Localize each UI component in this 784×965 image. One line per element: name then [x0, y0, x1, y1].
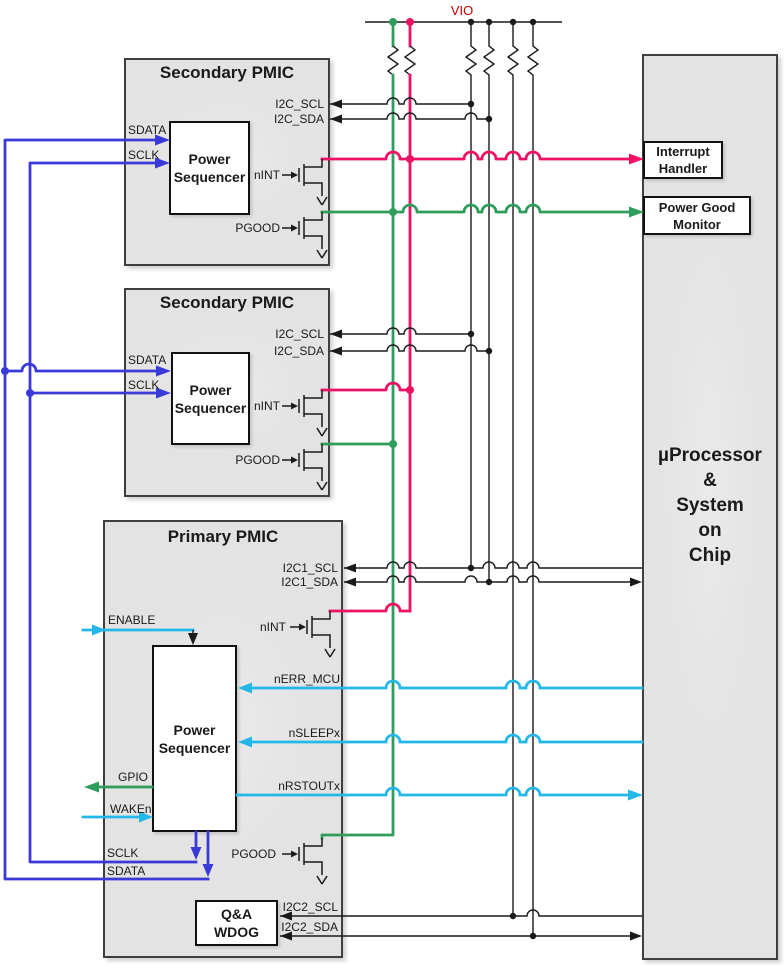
wdog-line2: WDOG — [213, 924, 260, 940]
pmic2-i2c-wires — [330, 327, 489, 356]
power-good-monitor-line1: Power Good — [658, 199, 736, 215]
primary-enable-label: ENABLE — [108, 613, 156, 627]
seq2-line2: Sequencer — [174, 399, 247, 416]
serial-lines — [1, 134, 214, 881]
primary-i2c2-sda-label: I2C2_SDA — [281, 920, 338, 934]
pmic1-pgood-label: PGOOD — [235, 221, 280, 235]
soc-line2: & — [703, 470, 717, 491]
pmic2-i2c-scl-label: I2C_SCL — [275, 327, 324, 341]
secondary-pmic-1-power-sequencer: Power Sequencer — [169, 121, 250, 215]
seq2-line1: Power — [189, 381, 232, 398]
seq3-line1: Power — [173, 721, 216, 738]
interrupt-handler-box: Interrupt Handler — [643, 141, 723, 179]
primary-i2c1-wires — [344, 561, 642, 587]
primary-i2c1-scl-label: I2C1_SCL — [282, 561, 338, 575]
power-good-monitor-line2: Monitor — [673, 216, 721, 232]
primary-i2c2-scl-label: I2C2_SCL — [282, 900, 338, 914]
nint3-mosfet — [289, 610, 336, 658]
power-good-monitor-box: Power Good Monitor — [643, 196, 751, 235]
soc-line1: µProcessor — [658, 445, 762, 466]
nint-bus — [320, 150, 644, 613]
qa-wdog-box: Q&A WDOG — [195, 900, 278, 946]
pmic1-i2c-sda-label: I2C_SDA — [273, 112, 324, 126]
primary-sclk-label: SCLK — [107, 846, 139, 860]
seq3-line2: Sequencer — [158, 739, 231, 756]
primary-waken-label: WAKEn — [110, 802, 152, 816]
pmic2-nint-label: nINT — [253, 399, 280, 413]
soc-line4: on — [698, 520, 722, 541]
primary-sdata-label: SDATA — [107, 864, 146, 878]
primary-nerr-mcu-label: nERR_MCU — [273, 672, 340, 686]
vio-label: VIO — [450, 3, 474, 18]
primary-pgood-label: PGOOD — [231, 847, 276, 861]
primary-nint-label: nINT — [259, 620, 286, 634]
nint1-mosfet — [281, 158, 328, 206]
primary-gpio-label: GPIO — [117, 770, 148, 784]
pgood2-mosfet — [281, 443, 328, 491]
pmic1-i2c-scl-label: I2C_SCL — [275, 97, 324, 111]
pullup-resistors — [320, 21, 540, 936]
primary-pmic-title: Primary PMIC — [167, 527, 279, 546]
pgood-bus — [320, 203, 644, 446]
soc-line3: System — [676, 495, 744, 516]
pmic1-nint-label: nINT — [253, 168, 280, 182]
soc-title: µProcessor & System on Chip — [642, 443, 778, 568]
pmic1-sclk-label: SCLK — [128, 148, 160, 162]
seq1-line2: Sequencer — [173, 169, 246, 185]
gpio-line — [84, 781, 154, 793]
control-lines — [81, 624, 644, 823]
soc-line5: Chip — [688, 545, 732, 566]
nint2-mosfet — [281, 389, 328, 437]
interrupt-handler-line2: Handler — [658, 161, 708, 176]
pmic2-sclk-label: SCLK — [128, 378, 160, 392]
seq1-line1: Power — [188, 151, 231, 167]
secondary-pmic-2-title: Secondary PMIC — [159, 293, 295, 312]
primary-nrstoutx-label: nRSTOUTx — [278, 779, 340, 793]
primary-nsleepx-label: nSLEEPx — [288, 726, 340, 740]
primary-pmic-power-sequencer: Power Sequencer — [152, 645, 237, 832]
primary-i2c1-sda-label: I2C1_SDA — [281, 575, 338, 589]
pmic2-i2c-sda-label: I2C_SDA — [273, 344, 324, 358]
secondary-pmic-2-power-sequencer: Power Sequencer — [171, 352, 250, 445]
pmic1-i2c-wires — [330, 97, 489, 124]
pgood3-mosfet — [281, 837, 328, 885]
secondary-pmic-1-title: Secondary PMIC — [159, 63, 295, 82]
pmic1-sdata-label: SDATA — [128, 123, 167, 137]
pmic2-sdata-label: SDATA — [128, 353, 167, 367]
wdog-line1: Q&A — [220, 906, 253, 922]
interrupt-handler-line1: Interrupt — [656, 144, 710, 159]
junction-dots — [389, 18, 537, 940]
pgood1-mosfet — [281, 211, 328, 259]
primary-i2c2-wires — [280, 909, 642, 941]
pmic2-pgood-label: PGOOD — [235, 453, 280, 467]
